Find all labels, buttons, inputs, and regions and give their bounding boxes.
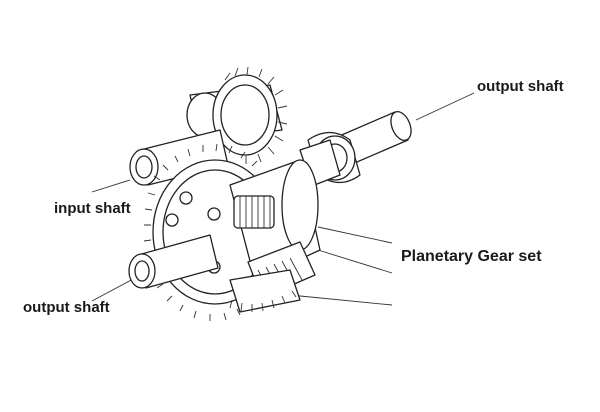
label-input-shaft: input shaft bbox=[54, 200, 131, 217]
top-spur-gear bbox=[186, 66, 288, 164]
leader-planetary-1 bbox=[317, 226, 393, 244]
leader-input bbox=[91, 179, 131, 193]
planetary-gear-set bbox=[229, 159, 321, 313]
label-output-shaft-bottom: output shaft bbox=[23, 299, 110, 316]
input-shaft bbox=[129, 129, 229, 186]
label-planetary-gear-set: Planetary Gear set bbox=[401, 248, 542, 265]
leader-planetary-2 bbox=[317, 249, 393, 274]
output-shaft-bottom bbox=[128, 234, 219, 289]
leader-output-top bbox=[415, 92, 475, 121]
leader-planetary-3 bbox=[289, 294, 393, 306]
output-shaft-top bbox=[299, 111, 412, 187]
leader-output-bottom bbox=[91, 277, 136, 302]
label-output-shaft-top: output shaft bbox=[477, 78, 564, 95]
leader-lines bbox=[91, 92, 475, 306]
